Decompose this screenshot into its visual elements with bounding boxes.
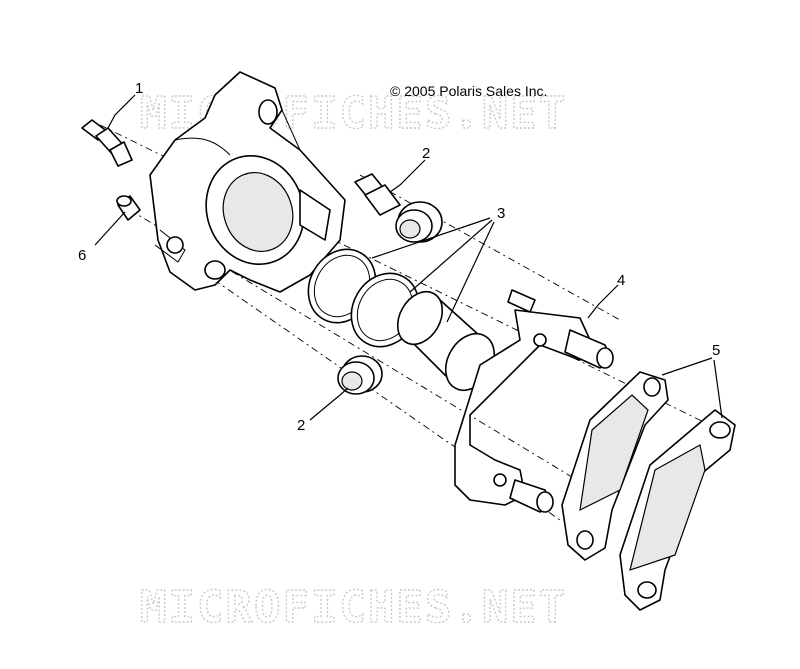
watermark-bottom: MICROFICHES.NET [140, 582, 567, 633]
piston [396, 290, 496, 392]
callout-3: 3 [497, 205, 505, 222]
alignment-lines [99, 124, 721, 521]
leader-lines [94, 94, 723, 421]
copyright-notice: © 2005 Polaris Sales Inc. [390, 83, 547, 99]
callout-6: 6 [78, 247, 86, 264]
bleeder-screw [81, 119, 133, 167]
caliper-bracket [454, 289, 614, 513]
pin-boot-upper [354, 173, 443, 243]
pin-boot-lower [337, 355, 383, 395]
callout-4: 4 [617, 272, 625, 289]
brake-pad-outer [619, 409, 736, 611]
callout-1: 1 [135, 80, 143, 97]
callout-2-lower: 2 [297, 417, 305, 434]
brake-pad-inner [561, 371, 669, 561]
bleeder-cap [116, 195, 141, 221]
caliper-body [149, 71, 346, 293]
callout-5: 5 [712, 342, 720, 359]
callout-2-upper: 2 [422, 145, 430, 162]
